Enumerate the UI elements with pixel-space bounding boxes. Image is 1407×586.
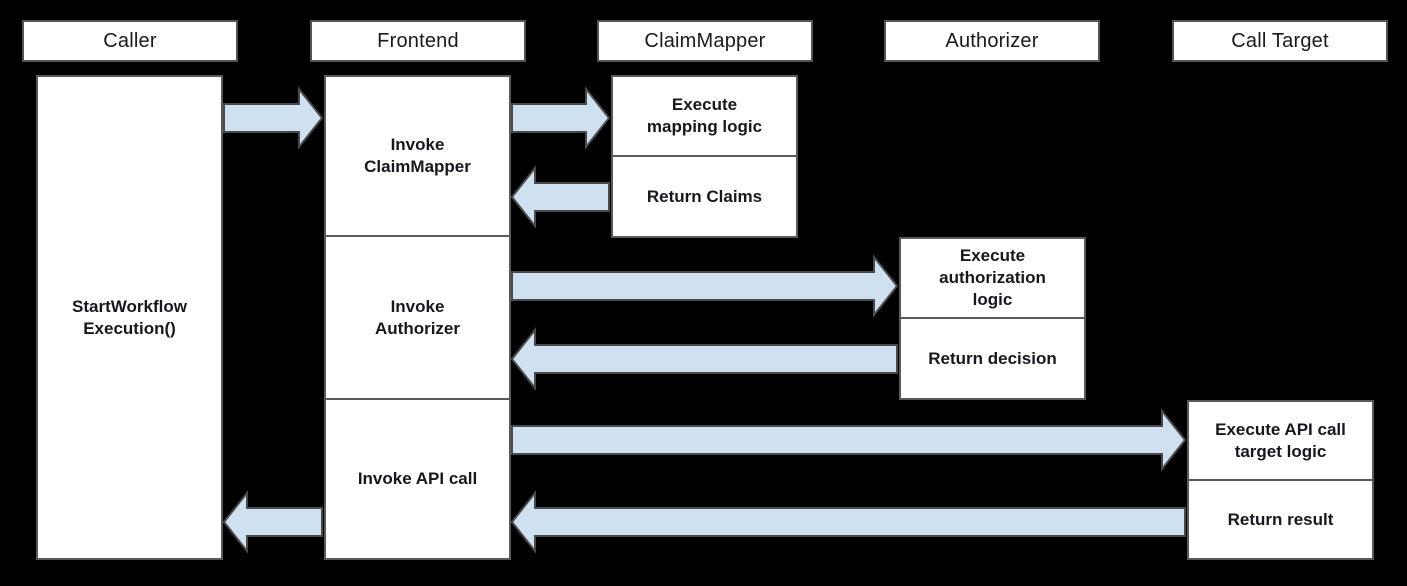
- lifeline-header-calltarget-label: Call Target: [1231, 29, 1329, 52]
- lifeline-header-authorizer[interactable]: Authorizer: [884, 20, 1100, 62]
- activation-claimmapper-2-line1: Return Claims: [646, 186, 763, 206]
- activation-frontend-2-line1: Invoke: [390, 296, 445, 316]
- activation-frontend-invoke-claimmapper[interactable]: Invoke ClaimMapper: [324, 75, 511, 236]
- lifeline-header-calltarget[interactable]: Call Target: [1172, 20, 1388, 62]
- activation-calltarget-1-line2: target logic: [1234, 441, 1327, 461]
- activation-calltarget-execute-api-call-target-logic[interactable]: Execute API call target logic: [1187, 400, 1374, 480]
- activation-claimmapper-1-line2: mapping logic: [646, 117, 763, 136]
- activation-authorizer-1-line2: authorization: [939, 268, 1046, 288]
- lifeline-header-authorizer-label: Authorizer: [945, 29, 1039, 52]
- activation-calltarget-return-result[interactable]: Return result: [1187, 480, 1374, 560]
- activation-frontend-invoke-api-call[interactable]: Invoke API call: [324, 399, 511, 560]
- activation-caller-start-workflow-execution[interactable]: StartWorkflow Execution(): [36, 75, 223, 560]
- activation-calltarget-2-line1: Return result: [1227, 509, 1334, 529]
- activation-authorizer-1-line1: Execute: [959, 246, 1026, 266]
- message-arrow-frontend-to-authorizer[interactable]: [511, 254, 899, 318]
- activation-authorizer-return-decision[interactable]: Return decision: [899, 318, 1086, 400]
- message-arrow-frontend-to-claimmapper[interactable]: [511, 86, 611, 150]
- message-arrow-calltarget-to-frontend[interactable]: [510, 490, 1186, 554]
- activation-frontend-3-line1: Invoke API call: [357, 469, 478, 489]
- message-arrow-authorizer-to-frontend[interactable]: [510, 327, 898, 391]
- lifeline-header-claimmapper-label: ClaimMapper: [644, 29, 766, 52]
- message-arrow-frontend-to-caller[interactable]: [222, 490, 323, 554]
- activation-frontend-1-line2: ClaimMapper: [364, 157, 471, 176]
- activation-calltarget-1-line1: Execute API call: [1215, 419, 1346, 439]
- lifeline-header-caller[interactable]: Caller: [22, 20, 238, 62]
- activation-claimmapper-1-line1: Execute: [671, 95, 738, 115]
- activation-caller-line2: Execution(): [83, 318, 176, 338]
- activation-frontend-invoke-authorizer[interactable]: Invoke Authorizer: [324, 236, 511, 399]
- lifeline-header-claimmapper[interactable]: ClaimMapper: [597, 20, 813, 62]
- activation-authorizer-2-line1: Return decision: [928, 348, 1057, 368]
- lifeline-header-frontend[interactable]: Frontend: [310, 20, 526, 62]
- activation-frontend-2-line2: Authorizer: [375, 318, 460, 338]
- activation-caller-line1: StartWorkflow: [72, 296, 187, 316]
- activation-claimmapper-return-claims[interactable]: Return Claims: [611, 156, 798, 238]
- activation-authorizer-1-line3: logic: [972, 289, 1013, 309]
- activation-claimmapper-execute-mapping-logic[interactable]: Execute mapping logic: [611, 75, 798, 156]
- lifeline-header-frontend-label: Frontend: [377, 29, 459, 52]
- lifeline-header-caller-label: Caller: [103, 29, 157, 52]
- message-arrow-frontend-to-calltarget[interactable]: [511, 408, 1187, 472]
- message-arrow-caller-to-frontend[interactable]: [223, 86, 324, 150]
- activation-frontend-1-line1: Invoke: [390, 135, 445, 155]
- activation-authorizer-execute-authorization-logic[interactable]: Execute authorization logic: [899, 237, 1086, 318]
- message-arrow-claimmapper-to-frontend[interactable]: [510, 165, 610, 229]
